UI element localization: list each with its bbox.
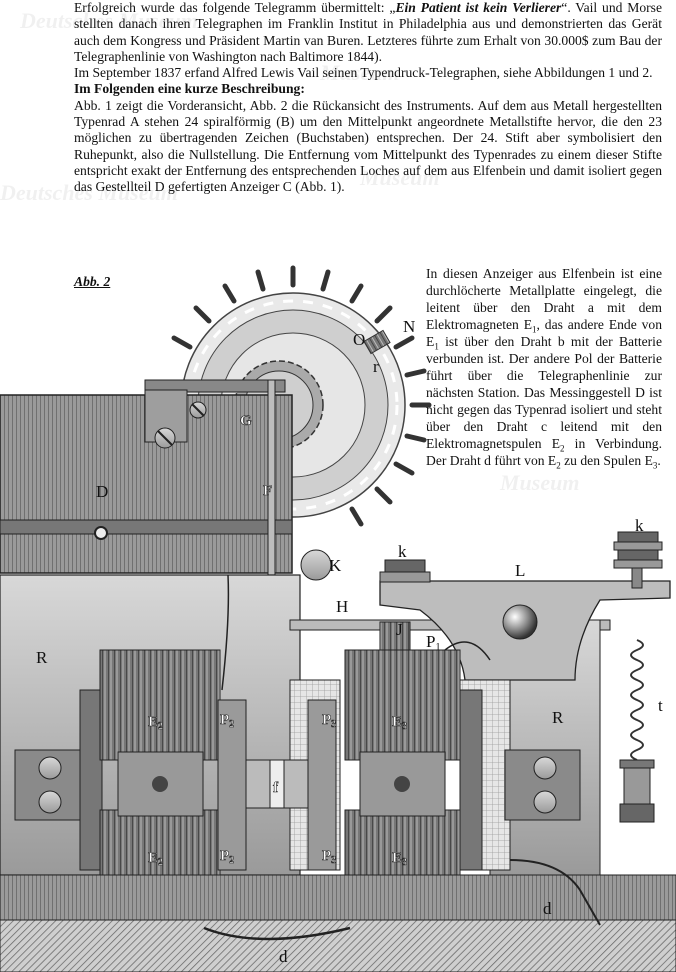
label-n: N bbox=[403, 317, 415, 336]
wire-d2 bbox=[509, 859, 601, 926]
housing-d bbox=[0, 379, 293, 574]
coil-j bbox=[379, 621, 411, 653]
label-e3-bottom: E3 bbox=[392, 850, 407, 868]
label-p2-top: P2 bbox=[220, 712, 234, 730]
figure-side-text: In diesen Anzeiger aus Elfenbein ist ein… bbox=[426, 266, 663, 471]
wire-c bbox=[221, 574, 230, 691]
base bbox=[0, 874, 676, 972]
label-f: F bbox=[263, 483, 272, 499]
wire-p1 bbox=[444, 641, 491, 661]
label-o: O bbox=[353, 330, 365, 349]
article-text: Erfolgreich wurde das folgende Telegramm… bbox=[74, 0, 662, 196]
label-d-right: d bbox=[543, 899, 552, 918]
label-h: H bbox=[336, 597, 348, 616]
label-r: r bbox=[373, 357, 379, 376]
label-r-left: R bbox=[36, 648, 48, 667]
spring-t bbox=[619, 639, 655, 823]
lever-l bbox=[379, 531, 671, 681]
label-p3-top: P3 bbox=[322, 712, 336, 730]
paragraph-2: Im September 1837 erfand Alfred Lewis Va… bbox=[74, 65, 653, 81]
label-f-small: f bbox=[273, 780, 279, 796]
label-k-left: k bbox=[398, 542, 407, 561]
label-r-right: R bbox=[552, 708, 564, 727]
label-k: K bbox=[329, 556, 342, 575]
label-k-right: k bbox=[635, 516, 644, 535]
label-j: J bbox=[396, 620, 403, 639]
paragraph-3: Abb. 1 zeigt die Vorderansicht, Abb. 2 d… bbox=[74, 97, 662, 195]
section-heading: Im Folgenden eine kurze Beschreibung: bbox=[74, 81, 305, 97]
label-t: t bbox=[658, 696, 663, 715]
label-p2-bottom: P2 bbox=[220, 848, 234, 866]
label-e2-top: E2 bbox=[148, 714, 163, 732]
label-l: L bbox=[515, 561, 525, 580]
label-g: G bbox=[240, 413, 252, 429]
disc-k bbox=[300, 549, 332, 581]
electromagnets bbox=[14, 649, 581, 891]
label-p1: P1 bbox=[426, 632, 440, 653]
wire-d bbox=[203, 926, 351, 941]
label-e2-bottom: E2 bbox=[148, 850, 163, 868]
telegraph-illustration: D G F N O r K k k L H J P1 R R t E2 E2 E… bbox=[0, 265, 676, 972]
label-e3-top: E3 bbox=[392, 714, 407, 732]
telegram-quote: Ein Patient ist kein Verlierer bbox=[395, 0, 562, 15]
figure-caption: Abb. 2 bbox=[74, 274, 111, 289]
label-d: D bbox=[96, 482, 108, 501]
label-p3-bottom: P3 bbox=[322, 848, 336, 866]
paragraph-1: Erfolgreich wurde das folgende Telegramm… bbox=[74, 0, 662, 64]
label-d-bottom: d bbox=[279, 947, 288, 966]
